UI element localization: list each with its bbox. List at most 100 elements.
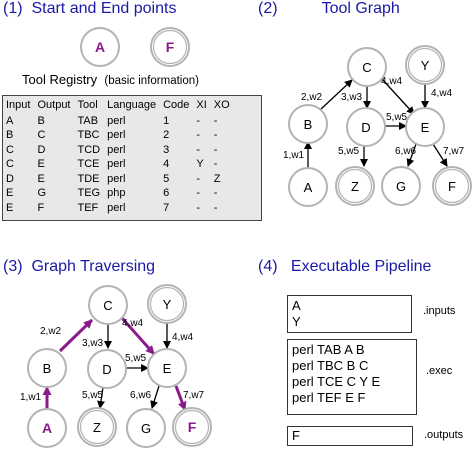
svg-text:Z: Z (351, 179, 359, 194)
t-edge-label-5b: 5,w5 (82, 390, 104, 401)
registry-cell: TBC (77, 129, 100, 141)
edge-c-e (380, 77, 415, 115)
edge-label-4a: 4,w4 (381, 76, 403, 87)
registry-cell: B (6, 129, 14, 141)
registry-header-cell: Language (107, 99, 157, 111)
edge-label-1: 1,w1 (283, 150, 305, 161)
t-edge-c-e (120, 317, 156, 355)
registry-cell: TDE (77, 172, 100, 185)
registry-cell: C (6, 158, 14, 170)
registry-cell: perl (107, 114, 126, 127)
svg-text:G: G (141, 421, 151, 436)
edge-label-2: 2,w2 (301, 92, 323, 103)
svg-text:C: C (362, 60, 371, 75)
svg-text:F: F (448, 179, 456, 194)
end-node: F (150, 27, 190, 67)
node-f: F (432, 166, 472, 206)
t-node-d: D (87, 349, 127, 389)
registry-cell: 3 (163, 143, 170, 156)
svg-text:Y: Y (163, 297, 172, 312)
svg-text:A: A (42, 420, 52, 436)
registry-header-cell: XO (213, 99, 230, 111)
registry-cell: D (37, 143, 46, 156)
registry-cell: - (196, 187, 201, 199)
registry-cell: TCD (77, 143, 101, 156)
pipeline-outputs-line: F (292, 428, 300, 443)
edge-label-7: 7,w7 (443, 146, 465, 157)
registry-cell: - (213, 158, 218, 170)
node-a: A (288, 167, 328, 207)
registry-cell: 7 (163, 201, 170, 214)
registry-cell: 2 (163, 129, 170, 141)
svg-text:Y: Y (421, 58, 430, 73)
traversal-graph: C Y B D E A Z G F 1,w1 2,w2 3,w3 4,w4 4,… (20, 284, 212, 448)
t-node-z: Z (77, 407, 117, 447)
edge-label-4b: 4,w4 (431, 88, 453, 99)
pipeline-exec-label: .exec (426, 365, 453, 377)
panel-4-title: (4) Executable Pipeline (258, 258, 432, 275)
registry-cell: perl (107, 143, 126, 156)
t-node-y: Y (147, 284, 187, 324)
pipeline-exec-line: perl TBC B C (292, 358, 369, 373)
edge-label-6: 6,w6 (395, 146, 417, 157)
registry-cell: 6 (163, 187, 170, 199)
node-e: E (405, 107, 445, 147)
t-edge-label-7: 7,w7 (183, 390, 205, 401)
tool-graph: C Y B D E A Z G F 1,w1 2,w2 3,w3 4,w4 4,… (283, 45, 472, 207)
edge-b-c (319, 79, 353, 111)
registry-cell: - (196, 172, 201, 185)
svg-text:A: A (95, 39, 105, 55)
t-node-c: C (88, 285, 128, 325)
t-edge-d-z (97, 386, 105, 409)
registry-cell: perl (107, 158, 126, 170)
registry-cell: 5 (163, 172, 170, 185)
svg-text:Z: Z (93, 420, 101, 435)
t-edge-label-2: 2,w2 (40, 326, 62, 337)
registry-cell: E (37, 172, 45, 185)
t-edge-label-1: 1,w1 (20, 392, 42, 403)
registry-header-cell: Input (6, 99, 31, 111)
t-edge-label-3: 3,w3 (82, 338, 104, 349)
pipeline-exec-line: perl TCE C Y E (292, 374, 381, 389)
panel-1-title: (1) Start and End points (3, 0, 177, 17)
t-edge-b-c (58, 318, 94, 353)
svg-text:C: C (103, 298, 112, 313)
registry-cell: Z (213, 172, 221, 185)
registry-cell: perl (107, 172, 126, 185)
pipeline-outputs-box: F (287, 426, 413, 446)
registry-cell: - (213, 201, 218, 214)
t-node-e: E (147, 348, 187, 388)
start-node: A (80, 27, 120, 67)
svg-text:B: B (304, 117, 313, 132)
registry-cell: - (196, 129, 201, 141)
registry-cell: perl (107, 201, 126, 214)
t-edge-e-f (174, 385, 187, 411)
registry-cell: - (196, 201, 201, 214)
registry-cell: - (213, 114, 218, 127)
pipeline-outputs-label: .outputs (424, 429, 464, 441)
svg-text:A: A (304, 180, 313, 195)
t-edge-label-6: 6,w6 (130, 390, 152, 401)
pipeline-exec-line: perl TAB A B (292, 342, 365, 357)
registry-cell: perl (107, 129, 126, 141)
registry-cell: TCE (77, 158, 100, 170)
t-edge-e-g (150, 385, 160, 409)
node-g: G (381, 166, 421, 206)
t-node-f: F (172, 407, 212, 447)
t-edge-label-5a: 5,w5 (125, 353, 147, 364)
registry-cell: E (6, 201, 14, 214)
edge-label-5b: 5,w5 (338, 146, 360, 157)
registry-cell: TEF (77, 201, 99, 214)
registry-cell: - (213, 143, 218, 156)
registry-cell: C (6, 143, 14, 156)
registry-cell: B (37, 114, 45, 127)
